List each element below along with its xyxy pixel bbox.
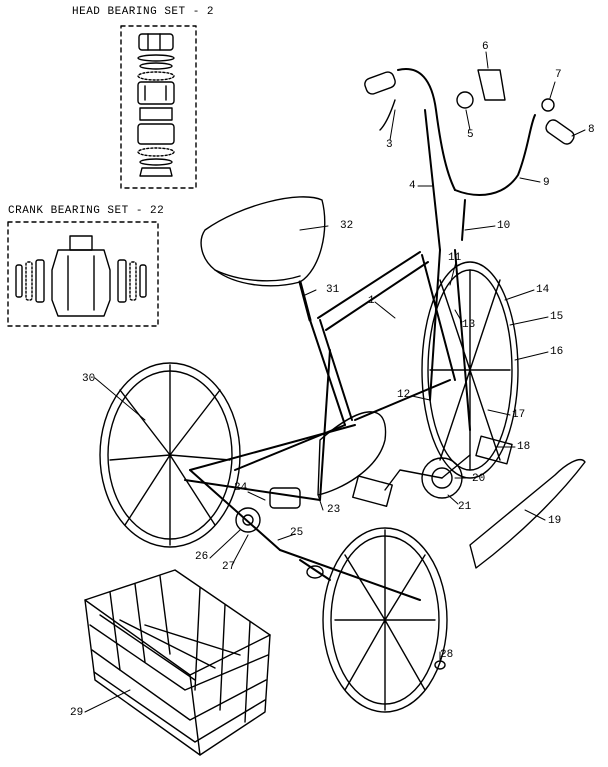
head-bearing-set — [120, 25, 197, 189]
handlebar — [397, 68, 536, 251]
part-number-10: 10 — [497, 220, 511, 232]
fender — [469, 458, 586, 569]
brake-lever — [379, 99, 396, 131]
part-number-18: 18 — [517, 441, 531, 453]
chain-guard — [317, 411, 387, 496]
front-wheel — [421, 261, 519, 479]
part-number-15: 15 — [550, 311, 564, 323]
part-number-9: 9 — [543, 177, 550, 189]
part-number-25: 25 — [290, 527, 304, 539]
part-number-13: 13 — [462, 319, 476, 331]
fork — [429, 249, 471, 431]
part-number-30: 30 — [82, 373, 96, 385]
wire-basket — [84, 569, 271, 756]
right-grip — [545, 119, 575, 145]
part-number-29: 29 — [70, 707, 84, 719]
left-grip — [364, 71, 396, 95]
part-number-16: 16 — [550, 346, 564, 358]
crank-bearing-set-title: CRANK BEARING SET - 22 — [8, 205, 165, 217]
frame — [184, 251, 456, 601]
part-number-24: 24 — [234, 482, 248, 494]
shifter — [541, 98, 555, 112]
part-number-31: 31 — [326, 284, 340, 296]
left-rear-wheel — [99, 362, 241, 548]
part-number-3: 3 — [386, 139, 393, 151]
part-number-19: 19 — [548, 515, 562, 527]
part-number-32: 32 — [340, 220, 354, 232]
bell — [477, 69, 506, 101]
part-number-28: 28 — [440, 649, 454, 661]
crank-bearing-set — [7, 221, 159, 327]
part-number-5: 5 — [467, 129, 474, 141]
part-number-21: 21 — [458, 501, 472, 513]
rear-axle-assembly — [235, 487, 446, 670]
part-number-1: 1 — [368, 295, 375, 307]
part-number-11: 11 — [448, 252, 462, 264]
part-number-20: 20 — [472, 473, 486, 485]
pedal-crank — [352, 435, 513, 507]
saddle — [200, 196, 326, 287]
right-rear-wheel — [322, 527, 448, 713]
part-number-7: 7 — [555, 69, 562, 81]
part-number-26: 26 — [195, 551, 209, 563]
part-number-14: 14 — [536, 284, 550, 296]
part-number-12: 12 — [397, 389, 411, 401]
part-number-6: 6 — [482, 41, 489, 53]
part-number-4: 4 — [409, 180, 416, 192]
part-number-17: 17 — [512, 409, 526, 421]
part-number-27: 27 — [222, 561, 236, 573]
leader-lines — [84, 51, 586, 713]
reflector-clamp — [456, 91, 474, 109]
part-number-23: 23 — [327, 504, 341, 516]
seat-post — [298, 280, 312, 322]
part-number-8: 8 — [588, 124, 595, 136]
head-bearing-set-title: HEAD BEARING SET - 2 — [72, 6, 215, 18]
